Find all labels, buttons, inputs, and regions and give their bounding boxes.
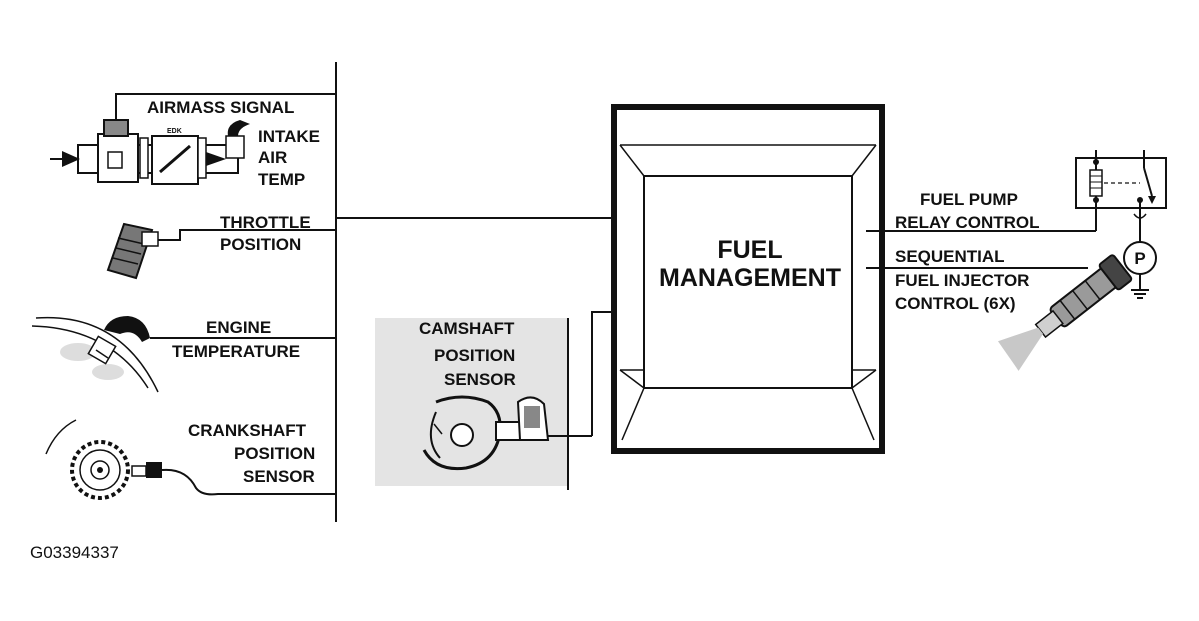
injector-control-label-line1: SEQUENTIAL — [895, 247, 1005, 266]
module-title-line2: MANAGEMENT — [659, 264, 841, 292]
maf-mark-text: EDK — [167, 128, 182, 135]
crankshaft-position-sensor-label-line1: CRANKSHAFT — [188, 421, 307, 440]
engine-coolant-temp-sensor-icon — [31, 316, 336, 393]
camshaft-position-sensor-label-line3: SENSOR — [444, 370, 516, 389]
camshaft-position-sensor-label-line1: CAMSHAFT — [419, 319, 515, 338]
camshaft-position-sensor-icon — [422, 395, 592, 471]
intake-air-temp-label-line1: INTAKE — [258, 127, 320, 146]
fuel-management-module — [611, 104, 885, 454]
fuel-pump-icon — [1123, 241, 1157, 299]
intake-air-temp-label-line3: TEMP — [258, 170, 305, 189]
mass-air-flow-sensor-icon: EDK — [50, 93, 336, 185]
fuel-pump-relay-label-line1: FUEL PUMP — [920, 190, 1018, 209]
injector-control-label-line2: FUEL INJECTOR — [895, 271, 1029, 290]
throttle-position-label-line2: POSITION — [220, 235, 301, 254]
throttle-pedal-icon — [106, 222, 336, 280]
airmass-signal-label: AIRMASS SIGNAL — [147, 98, 294, 117]
fuel-pump-relay-label-line2: RELAY CONTROL — [895, 213, 1040, 232]
fuel-injector-icon — [997, 254, 1133, 371]
engine-temperature-label-line2: TEMPERATURE — [172, 342, 300, 361]
camshaft-position-sensor-label-line2: POSITION — [434, 346, 515, 365]
fuel-pump-relay-icon — [1075, 150, 1167, 242]
figure-id: G03394337 — [30, 543, 119, 562]
pump-symbol-text: P — [1134, 249, 1145, 268]
crankshaft-position-sensor-label-line2: POSITION — [234, 444, 315, 463]
crankshaft-position-sensor-label-line3: SENSOR — [243, 467, 315, 486]
engine-temperature-label-line1: ENGINE — [206, 318, 271, 337]
module-title-line1: FUEL — [717, 236, 782, 264]
crankshaft-position-sensor-icon — [45, 419, 336, 500]
intake-air-temp-label-line2: AIR — [258, 148, 287, 167]
injector-control-label-line3: CONTROL (6X) — [895, 294, 1016, 313]
throttle-position-label-line1: THROTTLE — [220, 213, 311, 232]
